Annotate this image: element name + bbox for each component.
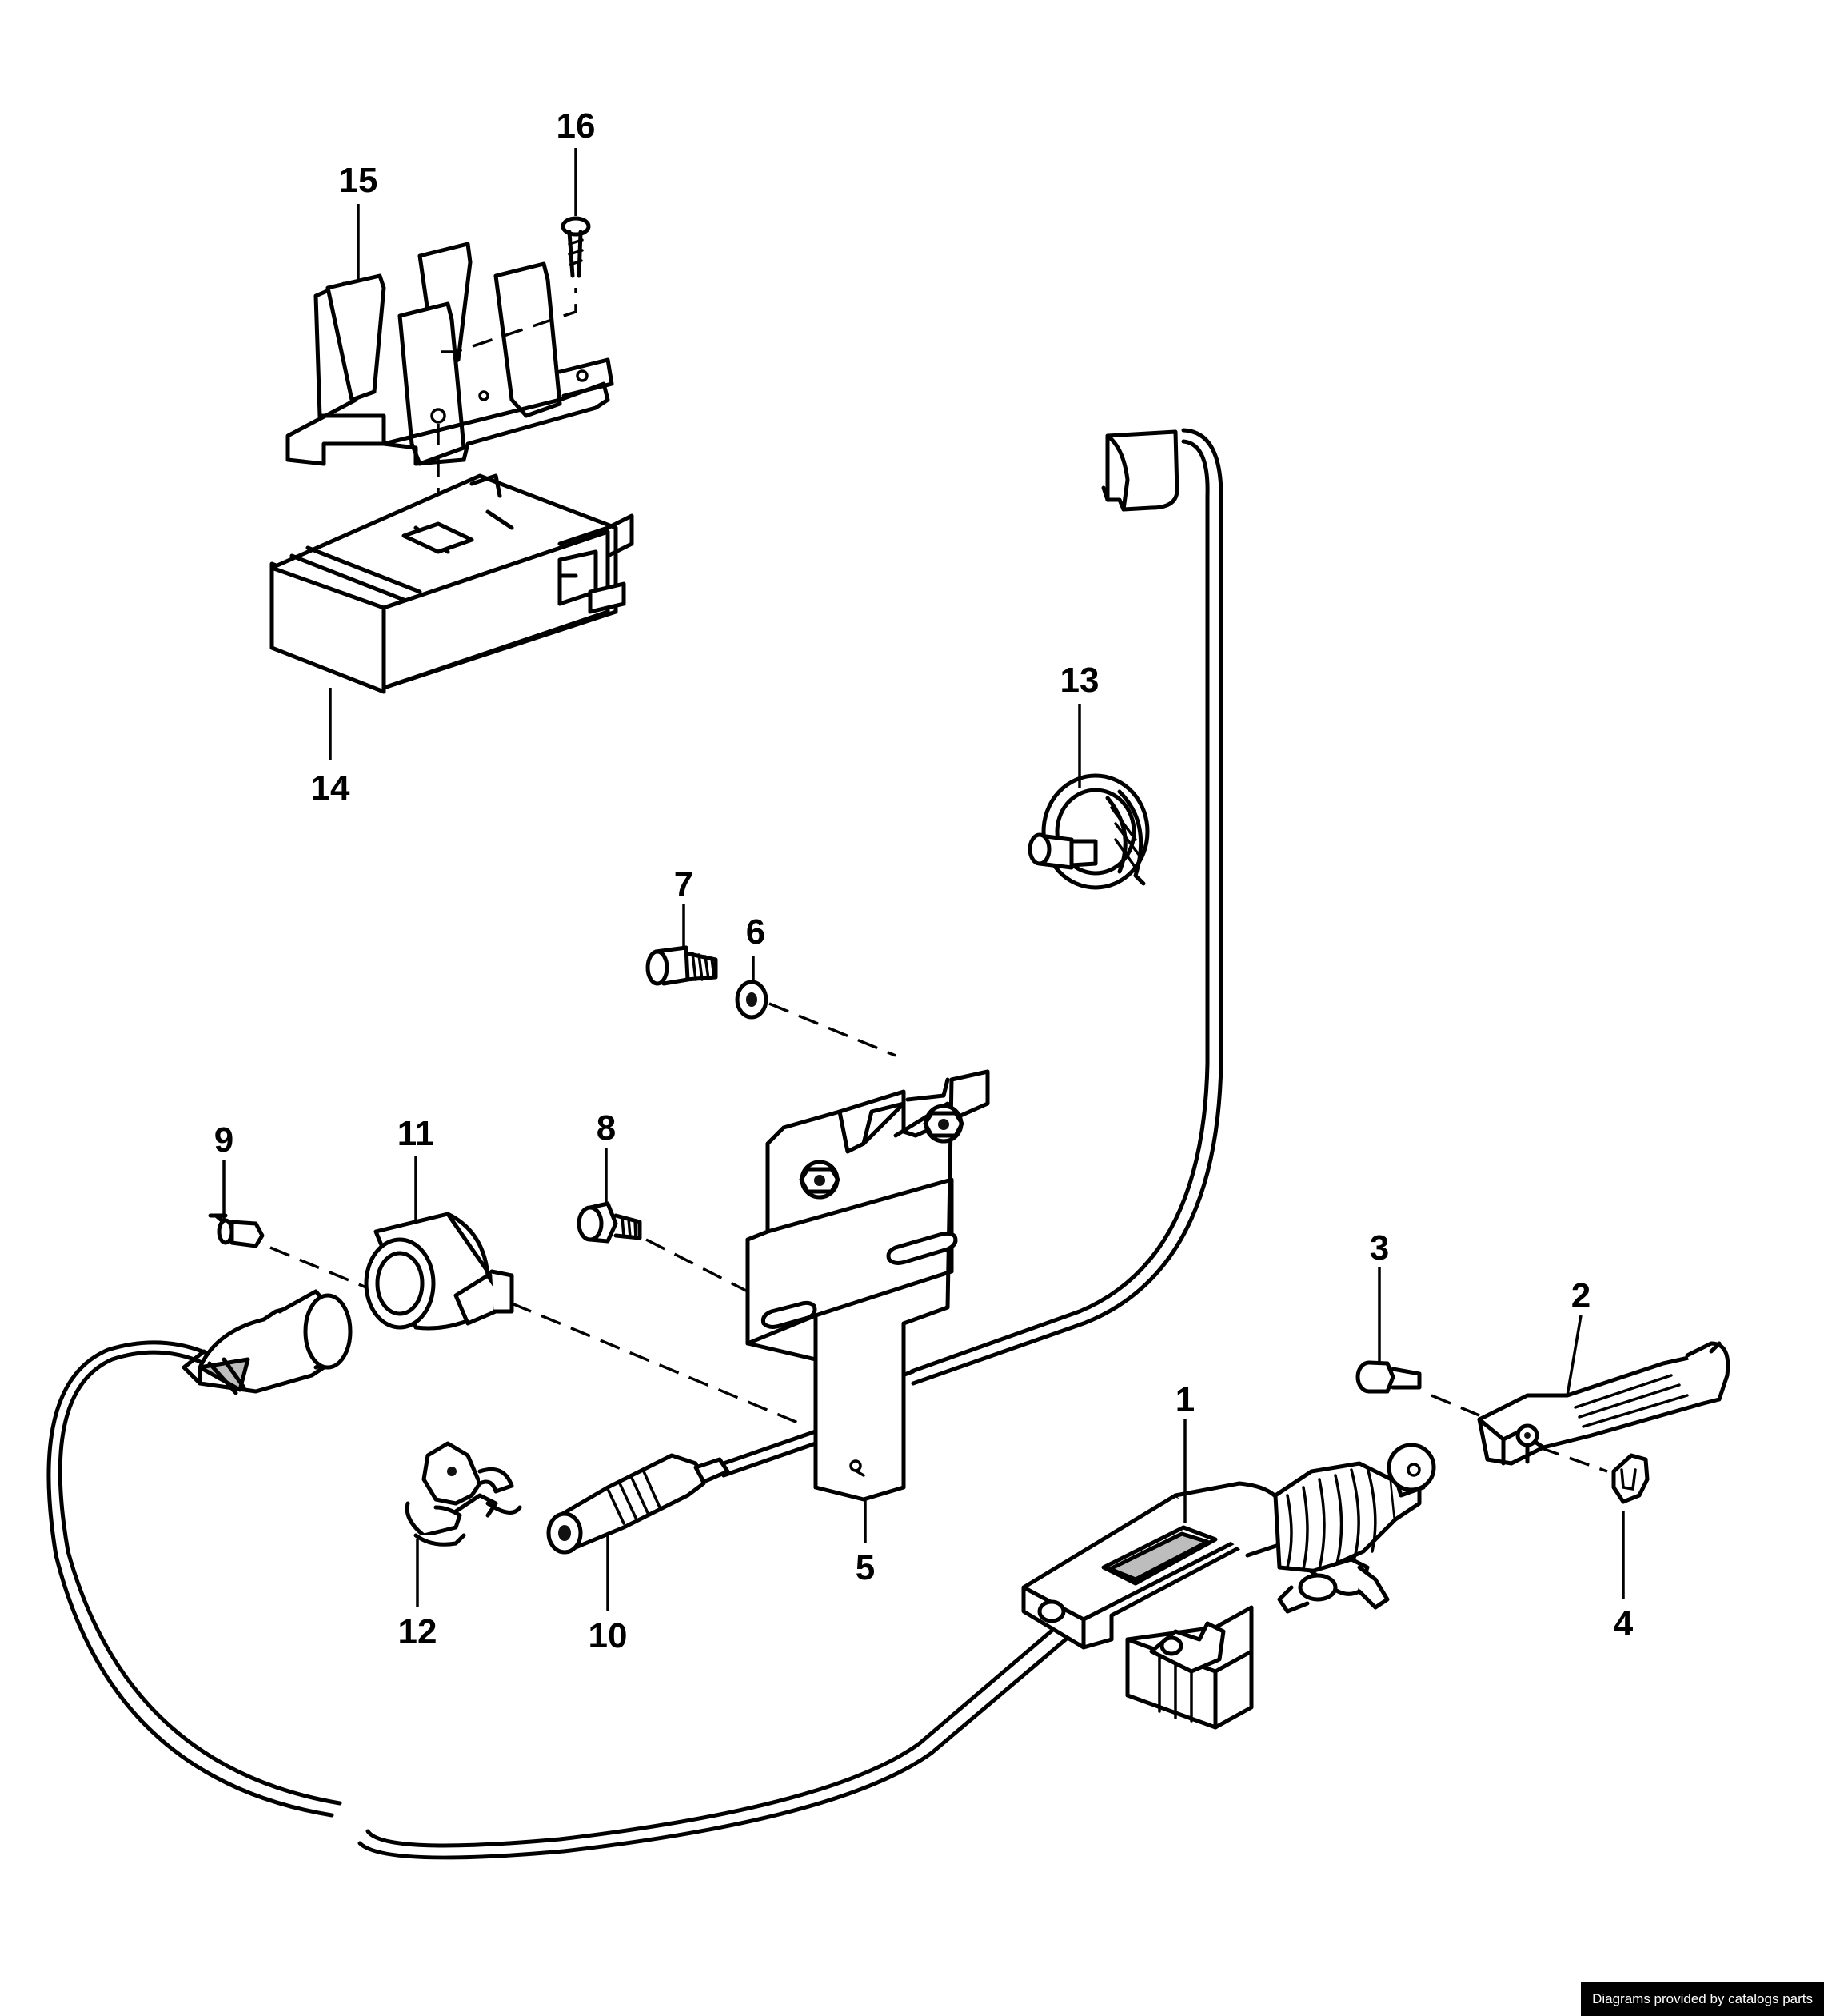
part-3-bolt [1355, 1360, 1480, 1417]
part-2-lever [1477, 1341, 1730, 1473]
part-13-clip [1028, 773, 1150, 890]
callout-8: 8 [597, 1108, 616, 1148]
callout-3: 3 [1370, 1228, 1389, 1267]
part-6-washer [735, 980, 896, 1057]
callout-2: 2 [1571, 1276, 1591, 1315]
callout-6: 6 [746, 912, 765, 952]
callout-16: 16 [557, 106, 596, 146]
callout-4: 4 [1614, 1604, 1634, 1643]
leader-2 [1566, 1315, 1583, 1396]
part-10-plug [546, 1429, 818, 1555]
callout-1: 1 [1175, 1380, 1195, 1419]
callout-5: 5 [856, 1548, 875, 1587]
callout-9: 9 [214, 1120, 233, 1160]
part-16-screw [561, 216, 591, 278]
callout-14: 14 [311, 768, 350, 808]
part-8-bolt [577, 1201, 748, 1293]
callout-13: 13 [1060, 661, 1100, 700]
callout-7: 7 [674, 864, 693, 904]
callout-12: 12 [398, 1612, 437, 1651]
part-9-pin [208, 1213, 377, 1293]
part-7-bolt [645, 945, 718, 986]
part-11-sleeve [364, 1212, 800, 1425]
part-15-bracket [285, 242, 614, 512]
callout-10: 10 [589, 1616, 628, 1655]
leader-lines [222, 148, 1625, 1611]
part-5-bracket [745, 1069, 990, 1502]
callout-labels: 1 2 3 4 5 6 7 8 9 10 11 12 13 14 15 16 [214, 106, 1634, 1655]
cable-connector-left [182, 1289, 353, 1395]
credit-label: Diagrams provided by catalogs parts [1581, 1982, 1824, 2016]
part-4-clip [1611, 1453, 1650, 1504]
part-12-double-clip [405, 1441, 522, 1547]
part-1-actuator [1021, 1443, 1436, 1730]
callout-11: 11 [397, 1114, 435, 1153]
callout-15: 15 [339, 161, 378, 200]
part-14-control-unit [269, 473, 634, 694]
cable-long-loop [46, 1340, 1070, 1860]
cable-end-cap [1101, 429, 1179, 512]
